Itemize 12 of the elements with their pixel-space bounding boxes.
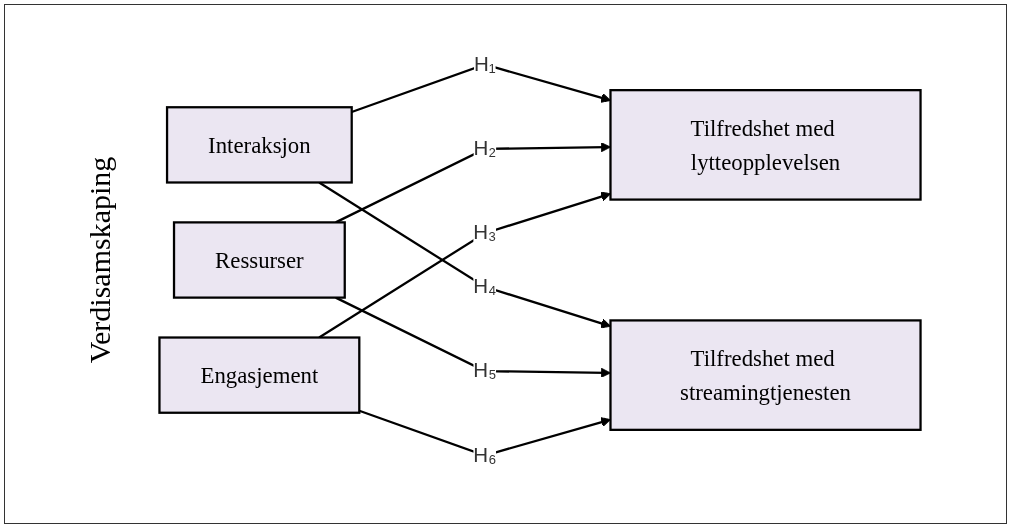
node-box: Engasjement [158,336,361,414]
axis-label: Verdisamskaping [83,156,117,364]
edge-label: H₆ [473,443,497,467]
node-box: Ressurser [172,221,346,299]
edge-label: H₂ [473,136,497,160]
node-box: Interaksjon [165,106,353,184]
edge-label: H₄ [473,274,497,298]
edge-label: H₅ [473,359,497,382]
node-box: Tilfredshet med streamingtjenesten [609,319,922,431]
node-box: Tilfredshet med lytteopplevelsen [609,89,922,201]
edge-label: H₃ [473,221,497,245]
edge-label: H₁ [474,52,496,76]
